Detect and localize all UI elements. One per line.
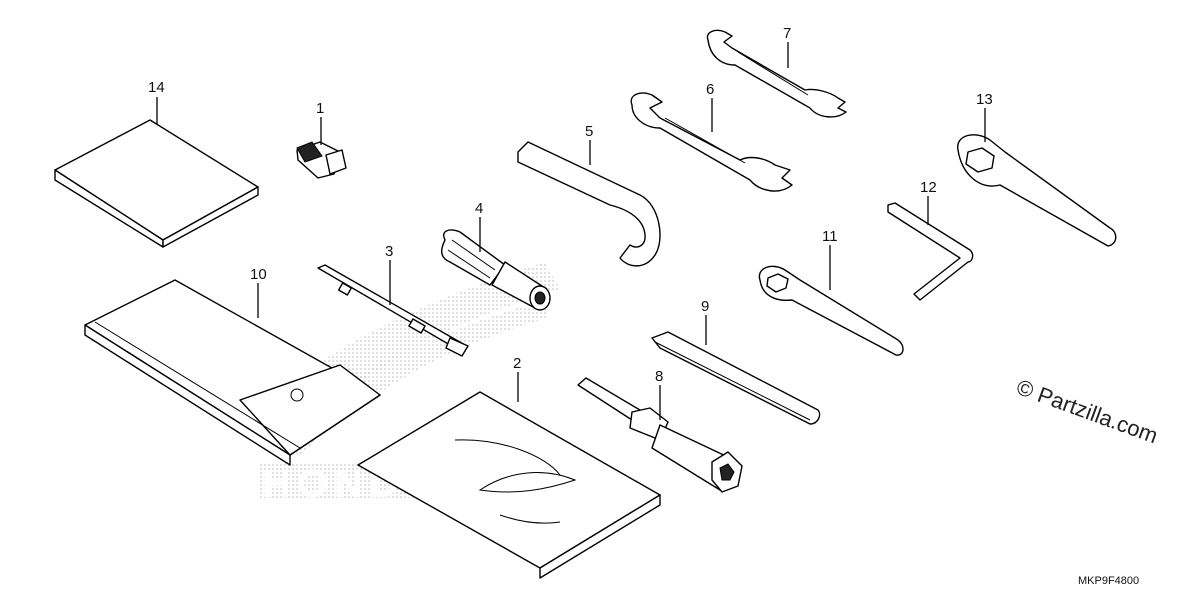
wrench-6-part [630,92,793,192]
copyright-text: © Partzilla.com [1013,374,1161,448]
extension-bar-part [651,331,821,425]
tool-pouch-part [84,279,381,466]
callout-13: 13 [976,91,993,108]
callout-10: 10 [250,266,267,283]
screwdriver-blade-part [317,264,469,357]
callout-9: 9 [701,298,709,315]
pin-spanner-part [517,141,661,267]
tool-bag-part [357,391,661,579]
callout-14: 14 [148,79,165,96]
callout-5: 5 [585,123,593,140]
hex-key-part [887,202,974,301]
ring-wrench-part [957,134,1117,247]
callout-6: 6 [706,81,714,98]
callout-4: 4 [475,200,483,217]
callout-7: 7 [783,25,791,42]
box-wrench-part [758,265,904,356]
callout-3: 3 [385,243,393,260]
diagram-code: MKP9F4800 [1078,575,1139,587]
wrench-7-part [706,29,847,118]
spark-plug-wrench-part [577,377,743,493]
callout-2: 2 [513,355,521,372]
screwdriver-handle-part [441,229,551,311]
callout-12: 12 [920,179,937,196]
fuse-part [296,141,347,179]
owners-manual-part [54,119,259,248]
callout-11: 11 [822,228,838,245]
callout-1: 1 [316,100,324,117]
callout-8: 8 [655,368,663,385]
